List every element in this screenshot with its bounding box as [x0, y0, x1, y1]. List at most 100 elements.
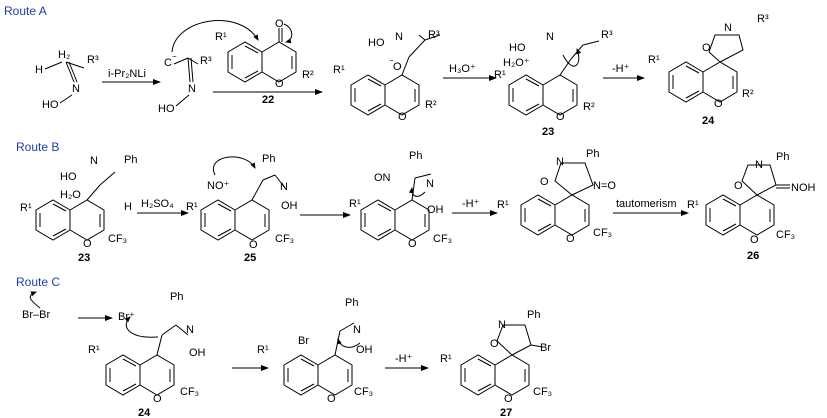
atom-o-ring-c2: O [327, 393, 336, 405]
atom-n-a2: N [188, 83, 196, 95]
route-a-product-24 [668, 34, 744, 103]
atom-ph-26: Ph [776, 151, 789, 163]
svg-text:−: − [172, 52, 177, 61]
atom-cf3-26: CF₃ [776, 229, 795, 241]
atom-o-minus: O [393, 61, 402, 73]
reagent-br2: Br–Br [22, 309, 50, 321]
route-b-diene-25 [200, 156, 286, 241]
atom-o-ring-c1: O [153, 393, 162, 405]
route-c-bromonium [283, 322, 361, 396]
route-b-cation [360, 173, 432, 241]
atom-n-a3: N [395, 31, 403, 43]
route-a-intermediate-23 [508, 40, 600, 116]
atom-ph-b4: Ph [586, 148, 599, 160]
atom-o-ring-22: O [275, 78, 284, 90]
atom-o-ring-b3: O [408, 238, 417, 250]
atom-r2-24: R² [742, 88, 754, 100]
atom-r1-a3: R¹ [333, 64, 345, 76]
atom-o-ring-b1: O [83, 238, 92, 250]
atom-ph-27: Ph [527, 309, 540, 321]
step-deprotonation-b: -H⁺ [462, 198, 480, 210]
atom-o-ring-27: O [504, 393, 513, 405]
atom-oh-b2: OH [281, 200, 298, 212]
atom-n-c1: N [186, 324, 194, 336]
step-deprotonation-a: -H⁺ [612, 63, 630, 75]
atom-oh-b3: OH [427, 204, 444, 216]
compound-23-b: 23 [78, 252, 90, 264]
atom-cf3-b4: CF₃ [593, 227, 612, 239]
route-b-intermediate-23 [35, 171, 116, 241]
atom-o-ring-b4: O [566, 233, 575, 245]
atom-r3-24: R³ [757, 13, 769, 25]
atom-oh-c1: OH [189, 347, 206, 359]
atom-ho-a3: HO [368, 37, 385, 49]
atom-r1-23: R¹ [494, 69, 506, 81]
atom-ph-b2: Ph [262, 153, 275, 165]
atom-r2-23: R² [583, 101, 595, 113]
atom-h: H [35, 64, 43, 76]
atom-isox-o-26: O [734, 180, 743, 192]
atom-ph-c2: Ph [345, 297, 358, 309]
atom-r3-a3: R³ [428, 29, 440, 41]
atom-noh-26: NOH [791, 182, 816, 194]
atom-n-b2: N [280, 181, 288, 193]
route-a-label: Route A [4, 4, 47, 18]
atom-h-b1: H [124, 201, 132, 213]
atom-o-carbonyl: O [275, 18, 284, 30]
atom-noplus: NO⁺ [207, 180, 230, 192]
compound-25: 25 [244, 252, 256, 264]
atom-isox-n-b4: N [556, 156, 564, 168]
atom-r1-c1: R¹ [88, 344, 100, 356]
compound-24: 24 [702, 115, 715, 127]
route-b-nitroso [520, 162, 594, 236]
route-c-start-24 [105, 316, 189, 396]
step-tautomerism: tautomerism [616, 198, 677, 210]
compound-22: 22 [262, 94, 274, 106]
atom-ho-23: HO [509, 42, 526, 54]
atom-ho: HO [42, 99, 59, 111]
compound-27: 27 [500, 407, 512, 418]
atom-on-b3: ON [374, 172, 391, 184]
atom-n-c2: N [353, 324, 361, 336]
atom-ph-b1: Ph [124, 154, 137, 166]
atom-cf3-c1: CF₃ [180, 386, 199, 398]
reagent-h2so4: H₂SO₄ [141, 198, 174, 210]
atom-isox-o-24: O [702, 42, 711, 54]
atom-r1-27: R¹ [440, 353, 452, 365]
atom-br-c2: Br [298, 335, 309, 347]
atom-n-b1: N [90, 155, 98, 167]
atom-r3-23: R³ [601, 29, 613, 41]
atom-o-ring-b2: O [249, 239, 258, 251]
route-c-label: Route C [16, 275, 60, 289]
atom-r1-b2: R¹ [186, 201, 198, 213]
atom-o-ring-26: O [750, 234, 759, 246]
route-a-oxime: H₂ H R³ N HO [35, 49, 99, 111]
route-b-label: Route B [16, 140, 59, 154]
atom-n-23: N [546, 31, 554, 43]
compound-26: 26 [747, 250, 759, 262]
atom-isox-n-27: N [498, 319, 506, 331]
atom-r1-24: R¹ [648, 54, 660, 66]
atom-h2o-plus: H₂O⁺ [503, 57, 530, 69]
atom-ho-a2: HO [158, 103, 175, 115]
atom-carbanion: C [164, 57, 172, 69]
atom-h2: H₂ [58, 49, 70, 61]
atom-r3: R³ [87, 54, 99, 66]
svg-text:−: − [389, 56, 394, 65]
atom-ph-b3: Ph [409, 150, 422, 162]
atom-o-ring-23: O [556, 111, 565, 123]
route-b-product-26 [705, 164, 790, 236]
atom-r2-22: R² [302, 69, 314, 81]
atom-r1-b4: R¹ [497, 199, 509, 211]
atom-br-27: Br [540, 342, 551, 354]
reagent-ldapr: i-Pr₂NLi [108, 68, 146, 80]
atom-n-b3: N [426, 178, 434, 190]
atom-n: N [72, 83, 80, 95]
atom-o-ring-a3: O [398, 111, 407, 123]
atom-ho-b1: HO [60, 171, 77, 183]
route-c-product-27 [460, 324, 544, 396]
atom-h2o-b1: H₂O [60, 189, 81, 201]
atom-isox-n-26: N [755, 159, 763, 171]
